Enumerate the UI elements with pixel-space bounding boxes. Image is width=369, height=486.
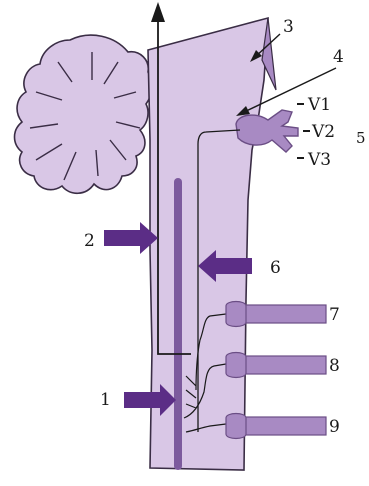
nerve-7 [226, 302, 326, 327]
label-9: 9 [329, 417, 340, 437]
label-4: 4 [333, 47, 344, 67]
ascending-arrowhead [151, 2, 165, 22]
cerebellum [15, 35, 153, 193]
label-v1: V1 [307, 95, 331, 115]
label-v2: V2 [311, 122, 335, 142]
label-1: 1 [100, 390, 111, 410]
label-v3: V3 [307, 150, 331, 170]
nerve-8 [226, 353, 326, 378]
spinal-tract [174, 178, 182, 470]
label-2: 2 [84, 231, 95, 251]
label-7: 7 [329, 305, 340, 325]
nerve-9 [226, 414, 326, 439]
label-3: 3 [283, 17, 294, 37]
label-5: 5 [356, 129, 366, 147]
label-6: 6 [270, 258, 281, 278]
label-8: 8 [329, 356, 340, 376]
